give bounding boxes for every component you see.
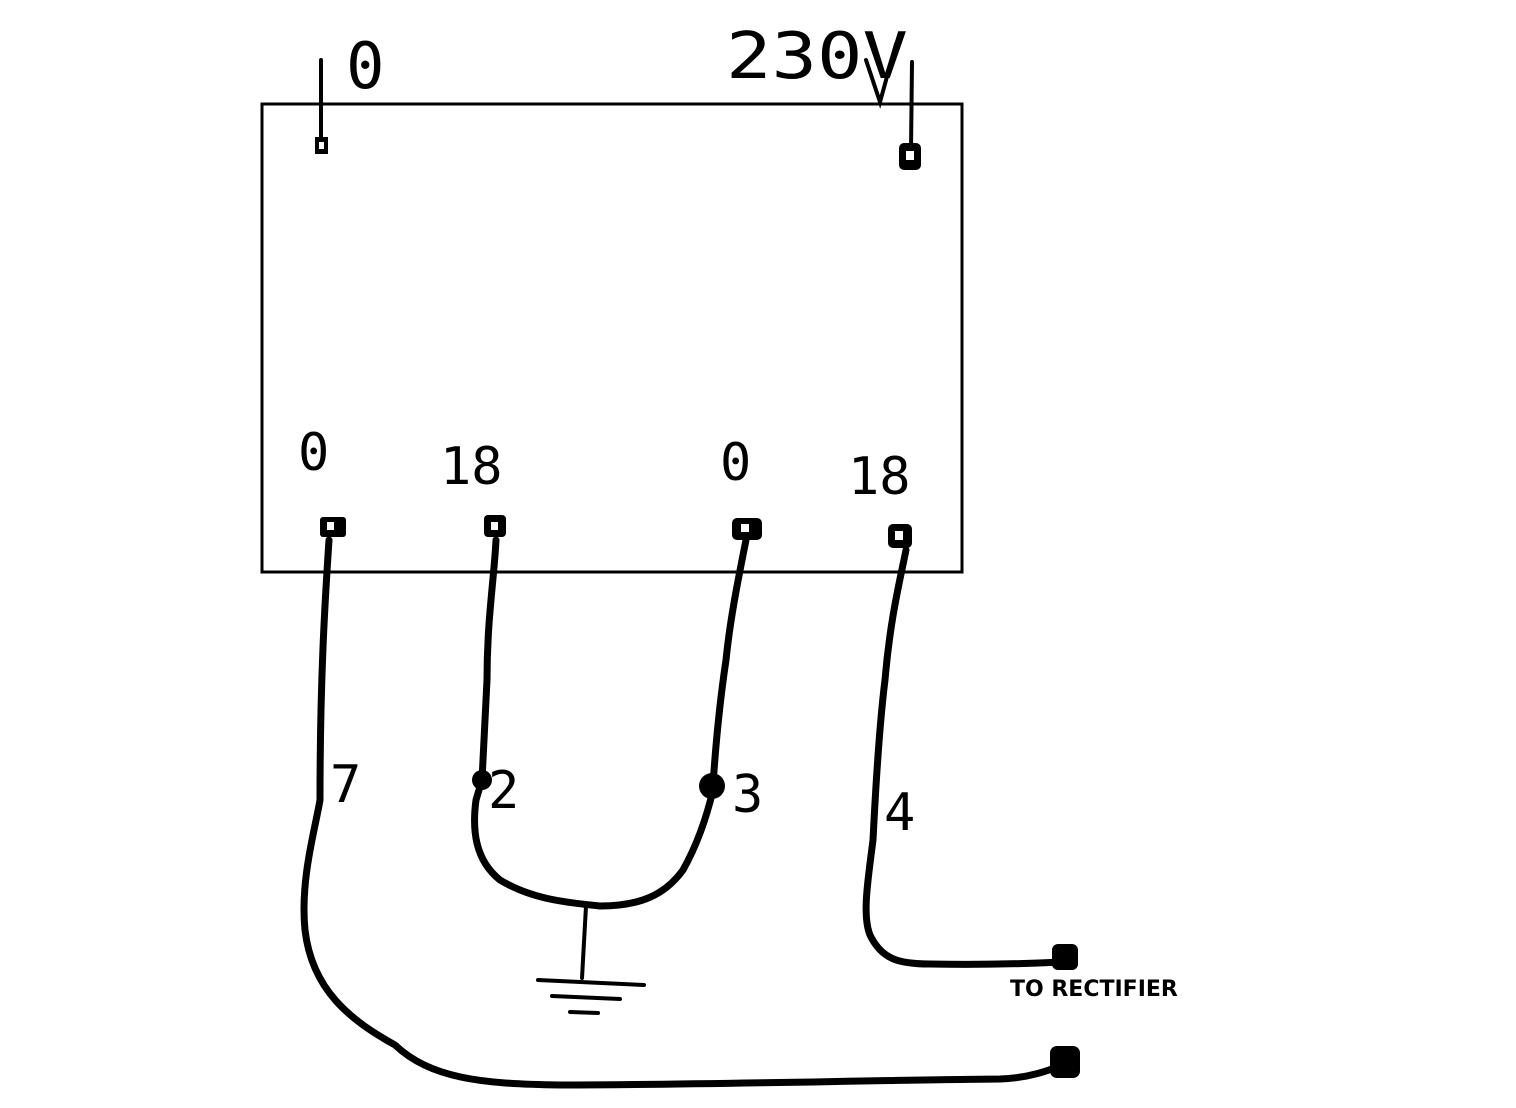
primary-left-label: 0 xyxy=(346,30,385,104)
wire-label-4: 4 xyxy=(884,783,915,843)
rectifier-output-terminal xyxy=(1052,944,1078,970)
secondary-tap-label-4: 18 xyxy=(848,447,911,507)
secondary-tap-label-1: 0 xyxy=(298,423,329,483)
center-tap-wire xyxy=(471,776,717,910)
transformer-box xyxy=(260,102,964,574)
wire-label-2: 2 xyxy=(488,761,519,821)
secondary-tap-label-2: 18 xyxy=(440,437,503,497)
ground-icon xyxy=(536,904,646,1015)
wire-3 xyxy=(709,536,750,789)
junction-2 xyxy=(472,770,492,790)
primary-terminal-left xyxy=(315,58,328,154)
secondary-terminal-3 xyxy=(732,518,762,540)
wire-label-7: 7 xyxy=(330,755,361,815)
secondary-terminal-1 xyxy=(320,517,346,537)
secondary-terminal-4 xyxy=(888,524,912,548)
junction-3 xyxy=(699,773,725,799)
wire-2 xyxy=(478,536,500,784)
primary-terminal-right xyxy=(864,42,921,170)
secondary-terminal-2 xyxy=(484,515,506,537)
wire-4 xyxy=(862,546,1066,968)
rectifier-note: TO RECTIFIER xyxy=(1010,977,1178,1002)
wire-label-3: 3 xyxy=(732,765,763,825)
secondary-tap-label-3: 0 xyxy=(720,433,751,493)
bottom-output-terminal xyxy=(1050,1046,1080,1078)
primary-right-label: 230V xyxy=(726,20,908,94)
wire-7 xyxy=(300,536,1069,1089)
